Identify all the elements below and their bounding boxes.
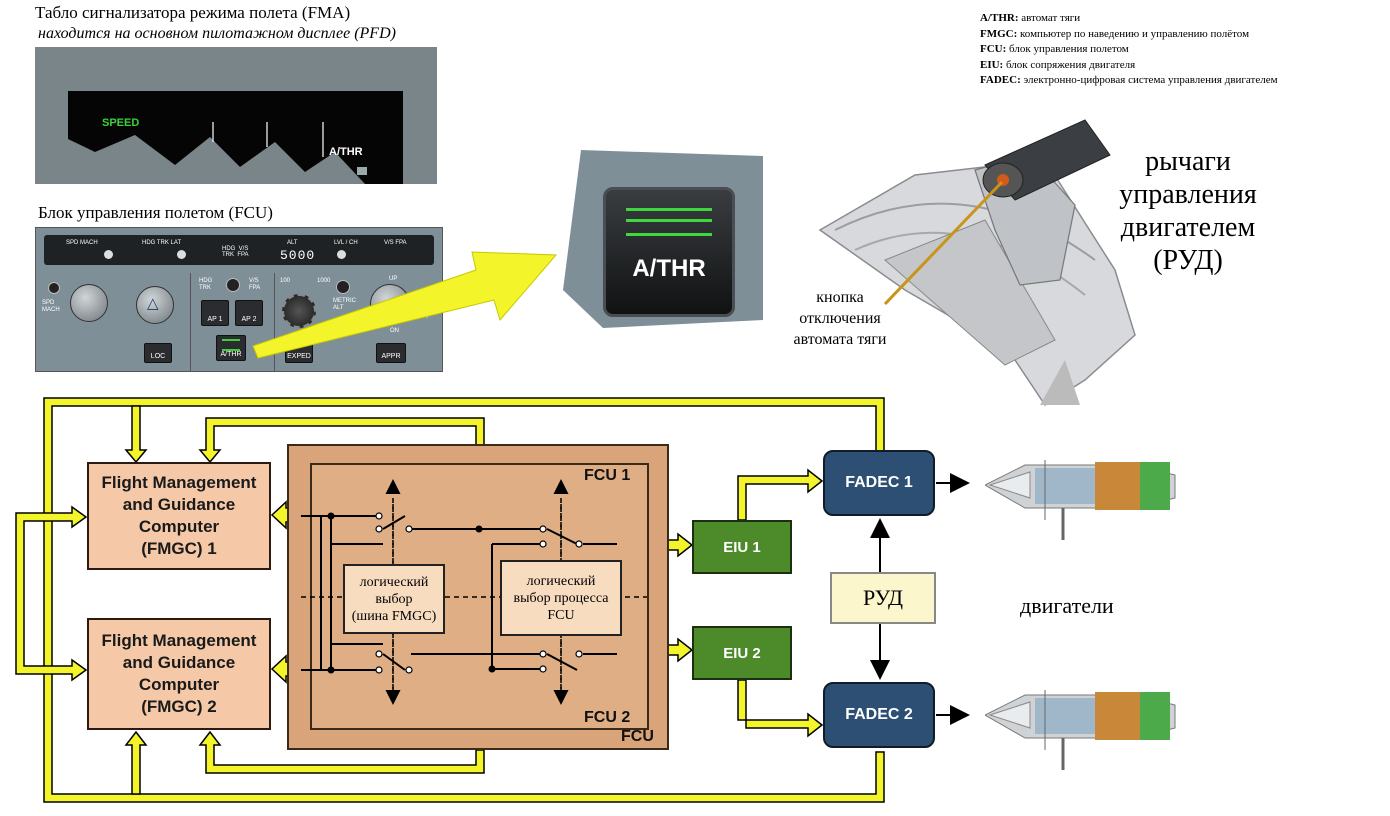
engine-1-image — [985, 460, 1176, 540]
label-lvl-ch: LVL / CH — [334, 240, 358, 246]
fma-athr-mode: A/THR — [329, 146, 363, 158]
alt-value: 5000 — [280, 248, 316, 263]
throttle-title: рычаги управления двигателем (РУД) — [1098, 145, 1278, 277]
fma-title: Табло сигнализатора режима полета (FMA) — [35, 3, 351, 22]
speed-knob[interactable] — [70, 284, 108, 322]
fcu1-label: FCU 1 — [584, 467, 631, 484]
legend-row: FMGC: компьютер по наведению и управлени… — [980, 27, 1250, 40]
athr-closeup-button[interactable]: A/THR — [603, 187, 735, 317]
athr-panel-lights — [222, 339, 240, 351]
athr-green-bars — [626, 208, 712, 236]
label-vs-fpa: V/S FPA — [384, 240, 407, 246]
fadec1-box: FADEC 1 — [823, 450, 935, 516]
fadec2-box: FADEC 2 — [823, 682, 935, 748]
spd-mach-button[interactable] — [48, 282, 60, 294]
heading-knob[interactable] — [136, 286, 174, 324]
eiu1-box: EIU 1 — [692, 520, 792, 574]
throttle-title-line2: управления — [1119, 179, 1257, 210]
engines-label: двигатели — [1020, 593, 1114, 618]
divider-1 — [190, 273, 191, 371]
appr-button[interactable]: APPR — [376, 343, 406, 363]
label-vs-fpa-btn: V/S FPA — [249, 278, 261, 291]
label-alt: ALT — [287, 240, 298, 246]
fma-speed-mode: SPEED — [102, 117, 140, 129]
heading-triangle-icon: △ — [147, 295, 159, 312]
ap1-button[interactable]: AP 1 — [201, 300, 229, 326]
ap2-button[interactable]: AP 2 — [235, 300, 263, 326]
label-spd-mach-btn: SPD MACH — [42, 300, 60, 313]
fcu-panel-title: Блок управления полетом (FCU) — [38, 203, 273, 222]
alt-increment-knob[interactable] — [282, 294, 316, 328]
abbreviation-legend: A/THR: автомат тяги FMGC: компьютер по н… — [980, 11, 1278, 89]
throttle-title-line1: рычаги — [1145, 146, 1231, 177]
eiu2-box: EIU 2 — [692, 626, 792, 680]
button-pointer-line — [883, 180, 1004, 306]
throttle-lever-box: РУД — [830, 572, 936, 624]
logic-select-fcu-process: логический выбор процесса FCU — [500, 560, 622, 636]
label-spd-mach: SPD MACH — [66, 240, 98, 246]
label-up: UP — [389, 276, 398, 282]
fmgc2-box: Flight Management and Guidance Computer … — [87, 618, 271, 730]
athr-closeup-label: A/THR — [632, 255, 706, 282]
zoom-arrow — [252, 251, 558, 359]
legend-row: A/THR: автомат тяги — [980, 12, 1081, 24]
label-hdg-vs: HDG V/S TRK FPA — [222, 246, 249, 258]
label-metric-alt: METRIC ALT — [333, 298, 356, 311]
fma-screen — [68, 91, 403, 184]
fcu-inner — [310, 463, 649, 730]
disconnect-button-label: кнопка отключения автомата тяги — [793, 289, 887, 348]
label-on: ON — [390, 328, 399, 334]
fmgc1-box: Flight Management and Guidance Computer … — [87, 462, 271, 570]
legend-row: FCU: блок управления полетом — [980, 43, 1129, 55]
label-100: 100 — [280, 278, 291, 284]
fma-subtitle: находится на основном пилотажном дисплее… — [38, 25, 396, 42]
label-1000: 1000 — [317, 278, 331, 284]
hdg-trk-button[interactable] — [226, 278, 240, 292]
hdg-selector-dot — [177, 250, 186, 259]
metric-alt-button[interactable] — [336, 280, 350, 294]
loc-button[interactable]: LOC — [144, 343, 172, 363]
divider-2 — [274, 273, 275, 371]
fcu2-label: FCU 2 — [584, 709, 631, 726]
engine-2-image — [985, 690, 1176, 770]
label-hdg-trk-lat: HDG TRK LAT — [142, 240, 182, 246]
label-hdg-trk-btn: HDG TRK — [199, 278, 213, 291]
logic-select-fmgc-bus: логический выбор (шина FMGC) — [343, 564, 445, 634]
spd-selector-dot — [104, 250, 113, 259]
throttle-title-line3: двигателем — [1120, 212, 1256, 243]
lvl-selector-dot — [337, 250, 346, 259]
fma-display: SPEED A/THR — [35, 47, 437, 184]
fcu-label: FCU — [621, 728, 654, 745]
legend-row: FADEC: электронно-цифровая система управ… — [980, 74, 1278, 86]
legend-row: EIU: блок сопряжения двигателя — [980, 58, 1136, 71]
throttle-title-line4: (РУД) — [1153, 245, 1223, 276]
